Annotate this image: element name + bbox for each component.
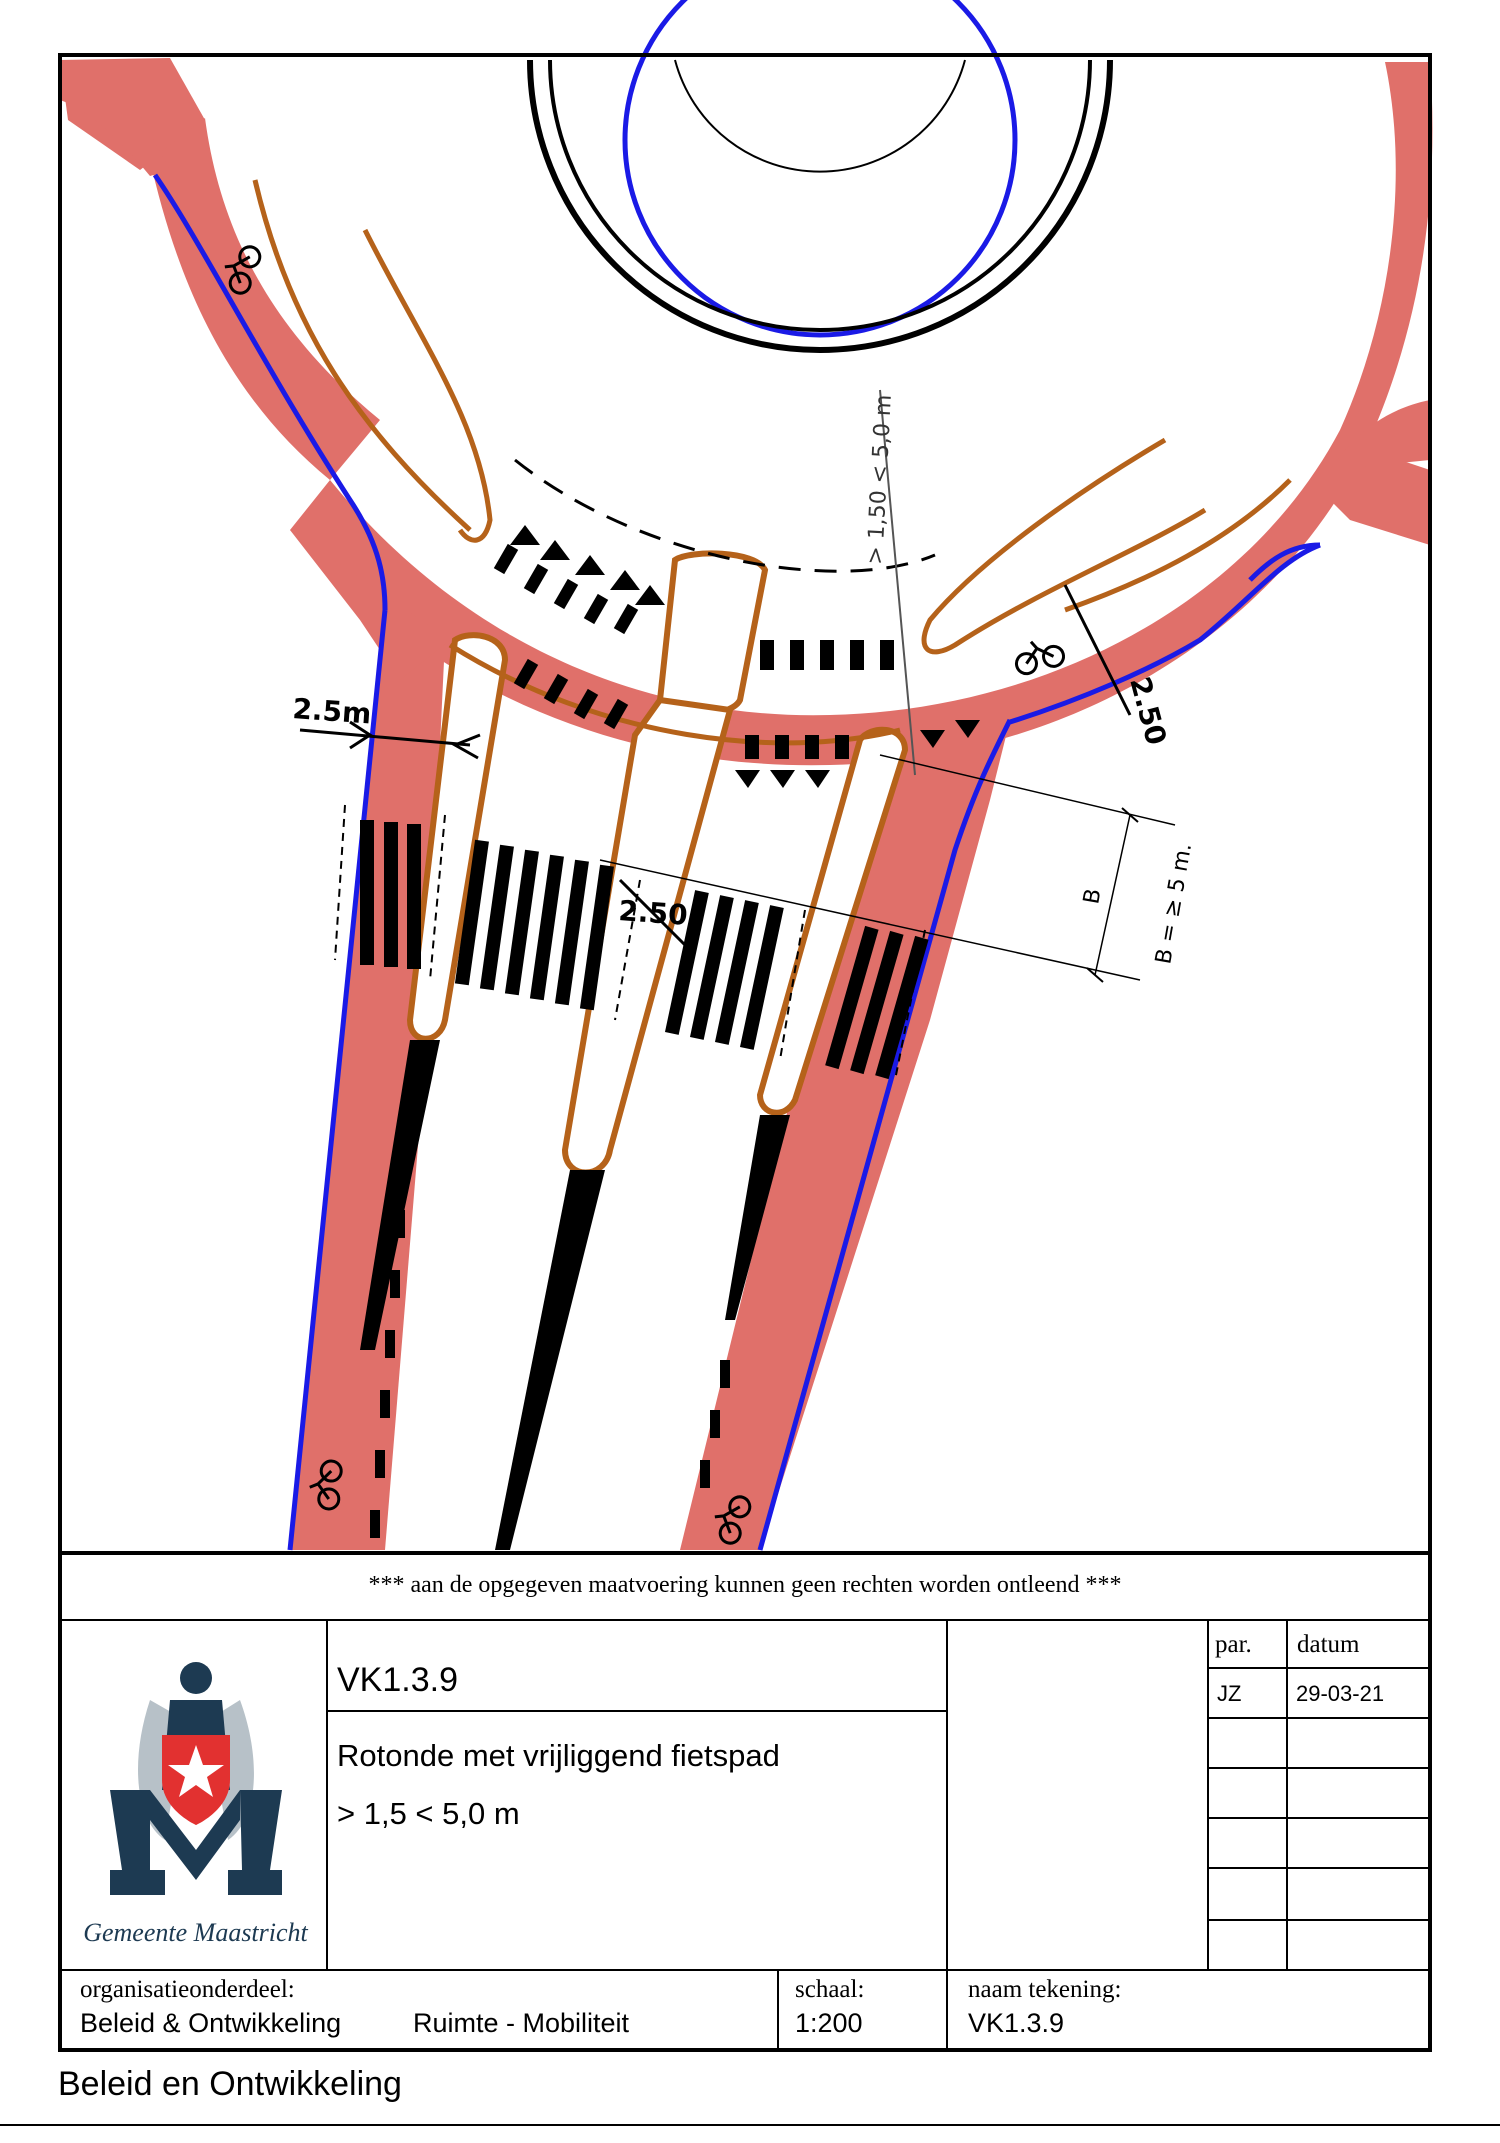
dim-line-right [1063, 584, 1132, 716]
dim-label-b-rule: B = ≥ 5 m. [1151, 841, 1197, 966]
cycle-path-top-left-corner [60, 60, 170, 176]
edge-right-corner [1248, 542, 1321, 582]
letter-m [110, 1790, 282, 1895]
scale-value: 1:200 [795, 2008, 863, 2038]
org-value-1: Beleid & Ontwikkeling [80, 2008, 342, 2038]
edge-lines [152, 0, 1321, 1551]
disclaimer: *** aan de opgegeven maatvoering kunnen … [368, 1572, 1122, 1598]
crossing-guide-1 [334, 804, 346, 961]
dim-line-left [299, 728, 471, 747]
median-right [725, 1115, 790, 1320]
central-island [514, 59, 1113, 573]
island-right-long [756, 726, 909, 1116]
island-center-top [656, 550, 769, 718]
drawing-subtitle: > 1,5 < 5,0 m [337, 1796, 520, 1831]
logo-text: Gemeente Maastricht [83, 1918, 308, 1947]
dim-label-separation: > 1,50 < 5,0 m [863, 394, 897, 565]
drawing-name-label: naam tekening: [968, 1976, 1122, 2003]
angel-head [180, 1662, 212, 1694]
edge-right-leg [757, 718, 1013, 1551]
island-left-tall [406, 632, 509, 1042]
cycle-path-left-join [290, 530, 450, 680]
give-way-markings [493, 525, 980, 788]
median-left [360, 1040, 440, 1350]
dim-b-vertical [1094, 814, 1131, 976]
letter-m-middle [150, 1790, 240, 1880]
curb-top-left-inner [252, 179, 472, 532]
island-center-long [561, 696, 734, 1176]
curb-top-left-island [362, 228, 493, 543]
sheet-frame [0, 53, 1500, 2126]
bicycle-icon [714, 1495, 752, 1545]
dim-label-b: B [1079, 887, 1106, 906]
bicycle-icon [309, 1459, 343, 1511]
edge-top-left [152, 173, 388, 611]
curb-right-outer [1064, 478, 1292, 613]
maastricht-logo [110, 1662, 282, 1895]
central-island-blue-ring [622, 0, 1018, 338]
dim-b-tick-bottom [1086, 967, 1104, 983]
bicycle-icon [224, 245, 262, 295]
outer-frame [58, 53, 1432, 2052]
drawing-name-value: VK1.3.9 [968, 2008, 1065, 2038]
median-center [495, 1170, 605, 1550]
cycle-path-right-corner [1330, 400, 1430, 470]
shield-star [168, 1745, 224, 1797]
bicycle-icon [1014, 640, 1066, 676]
cycle-path-left-leg [290, 600, 445, 1550]
drawing-code: VK1.3.9 [337, 1661, 458, 1699]
dim-b-lower [599, 859, 1141, 981]
dim-label-right: 2.50 [1123, 673, 1173, 748]
dim-label-left: 2.5m [292, 692, 373, 730]
dim-b-tick-top [1121, 807, 1139, 823]
zebra-crossing [360, 820, 929, 1080]
leg-dashes [370, 1210, 730, 1538]
org-label: organisatieonderdeel: [80, 1976, 295, 2003]
crossing-guide-3 [614, 879, 641, 1021]
revision-header-par: par. [1215, 1631, 1252, 1658]
cycle-path [60, 58, 1433, 1550]
central-island-outer-ring-1 [527, 59, 1113, 353]
scale-label: schaal: [795, 1976, 865, 2003]
drawing-title: Rotonde met vrijliggend fietspad [337, 1738, 780, 1773]
cycle-path-top-left-arm [150, 118, 380, 480]
revision-datum-1: 29-03-21 [1296, 1681, 1385, 1706]
central-island-dashed [514, 458, 936, 573]
dim-line-median [618, 878, 692, 952]
curb-right-island [921, 437, 1207, 655]
cycle-path-right-leg [680, 720, 1010, 1550]
dim-b-upper [879, 754, 1176, 826]
dim-arrow-left [349, 720, 373, 750]
footer-text: Beleid en Ontwikkeling [58, 2065, 402, 2103]
central-island-outer-ring-2 [548, 59, 1092, 332]
traffic-islands [406, 550, 909, 1176]
crossing-guide-4 [779, 909, 806, 1061]
road-markings [360, 525, 980, 1550]
crossing-guide-5 [894, 929, 926, 1081]
dim-separation [879, 389, 916, 776]
dimension-lines [299, 389, 1176, 1081]
edge-right-ring [1009, 542, 1321, 725]
bicycle-icons [224, 245, 1066, 1545]
edge-left-leg [287, 609, 388, 1551]
dim-label-median: 2.50 [618, 894, 689, 932]
revision-par-1: JZ [1217, 1681, 1242, 1706]
central-island-inner-ring [674, 59, 966, 173]
org-value-2: Ruimte - Mobiliteit [413, 2008, 630, 2038]
dim-arrow-left-2 [451, 733, 481, 760]
revision-header-datum: datum [1297, 1631, 1360, 1658]
